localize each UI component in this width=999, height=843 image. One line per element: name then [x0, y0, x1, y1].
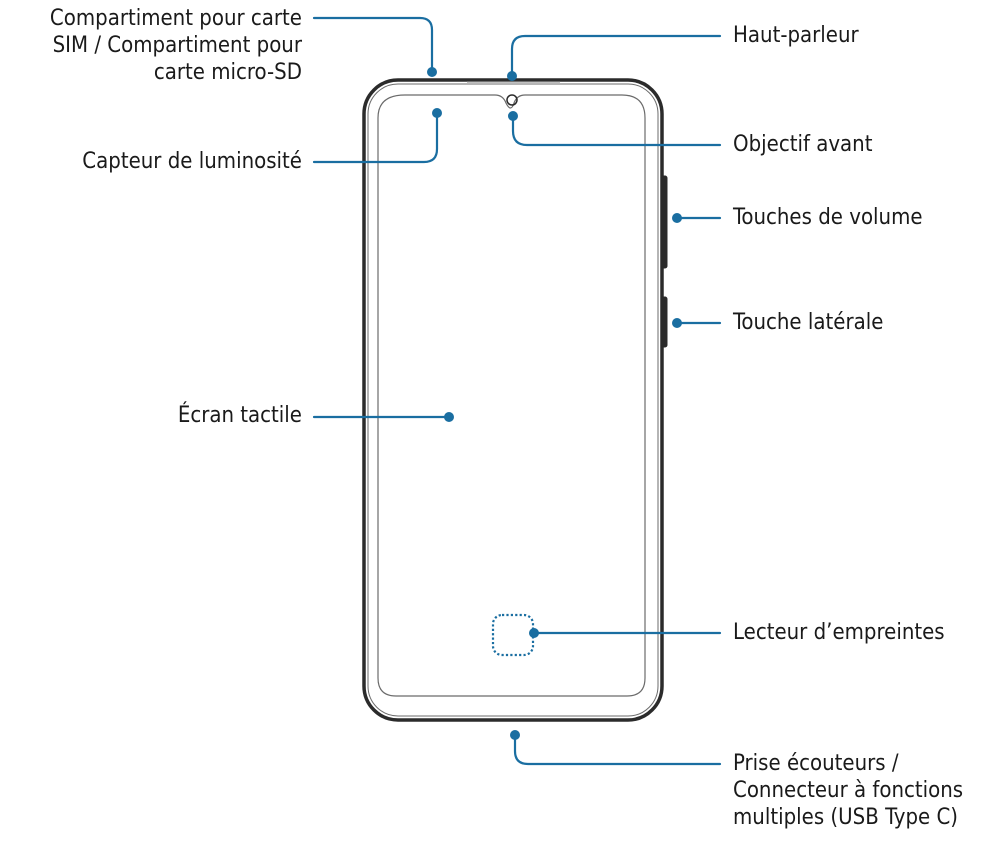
- dot-light-sensor: [432, 108, 442, 118]
- leader-sim-tray: [312, 16, 434, 71]
- dot-speaker: [507, 71, 517, 81]
- callout-dots: [427, 67, 682, 740]
- leader-front-camera: [511, 114, 722, 147]
- label-sim-tray-line-1: Compartiment pour carte: [49, 6, 302, 31]
- side-key-hardware: [660, 296, 668, 348]
- phone-body-outline: [362, 78, 664, 722]
- leader-connector: [513, 731, 722, 766]
- label-fingerprint: Lecteur d’empreintes: [733, 620, 945, 645]
- label-speaker: Haut-parleur: [733, 23, 859, 48]
- label-volume-keys: Touches de volume: [733, 205, 923, 230]
- label-sim-tray-line-2: SIM / Compartiment pour: [52, 33, 302, 58]
- front-camera-lens: [506, 94, 518, 106]
- label-side-key: Touche latérale: [733, 310, 884, 335]
- phone-body-inner-edge: [367, 83, 659, 717]
- label-light-sensor: Capteur de luminosité: [82, 149, 302, 174]
- dot-touchscreen: [444, 412, 454, 422]
- label-touchscreen: Écran tactile: [177, 403, 302, 428]
- label-sim-tray: Compartiment pour carte SIM / Compartime…: [50, 5, 302, 86]
- dot-volume-keys: [672, 213, 682, 223]
- screen-outline: [377, 94, 646, 697]
- leader-light-sensor: [312, 112, 439, 164]
- label-connector-line-1: Prise écouteurs /: [733, 751, 899, 776]
- fingerprint-area-icon: [491, 613, 535, 657]
- dot-side-key: [672, 318, 682, 328]
- dot-connector: [510, 730, 520, 740]
- label-sim-tray-line-3: carte micro-SD: [153, 60, 302, 85]
- label-connector-line-3: multiples (USB Type C): [733, 805, 959, 830]
- phone-device: [362, 78, 668, 722]
- dot-fingerprint: [529, 628, 539, 638]
- dot-front-camera: [508, 111, 518, 121]
- leader-speaker: [510, 34, 722, 76]
- dot-sim-tray: [427, 67, 437, 77]
- label-connector-line-2: Connecteur à fonctions: [733, 778, 964, 803]
- label-front-camera: Objectif avant: [733, 132, 873, 157]
- label-connector: Prise écouteurs / Connecteur à fonctions…: [733, 750, 963, 831]
- leader-lines: [312, 16, 722, 766]
- volume-keys-hardware: [660, 175, 668, 269]
